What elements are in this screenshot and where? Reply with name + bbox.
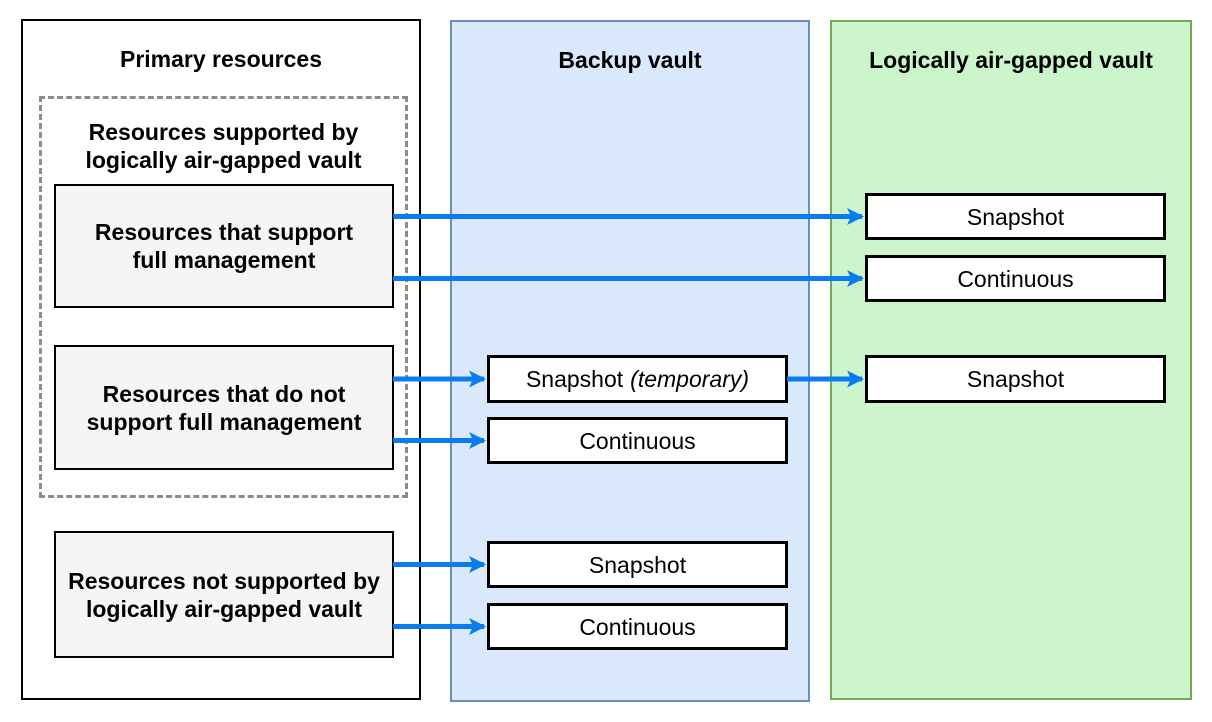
lag-snapshot-1-box: Snapshot <box>865 193 1166 240</box>
primary-resources-panel: Primary resources Resources supported by… <box>21 19 421 700</box>
resource-box-label-line: Resources that support <box>94 219 354 245</box>
bv-continuous-2-box: Continuous <box>487 603 788 650</box>
vault-box-label: Continuous <box>579 613 696 640</box>
resources-no-full-management-box: Resources that do not support full manag… <box>54 345 394 470</box>
vault-box-label: Snapshot <box>588 551 687 578</box>
lag-snapshot-2-box: Snapshot <box>865 355 1166 403</box>
resources-full-management-box: Resources that support full management <box>54 184 394 308</box>
supported-resources-group: Resources supported by logically air-gap… <box>39 96 408 498</box>
primary-resources-title: Primary resources <box>119 46 322 72</box>
resource-box-label-line: full management <box>132 247 316 273</box>
vault-box-label: Snapshot <box>966 366 1065 392</box>
backup-vault-title: Backup vault <box>558 47 702 73</box>
resource-box-label-line: support full management <box>86 408 362 435</box>
vault-box-label: Snapshot <box>966 203 1065 230</box>
vault-box-label: Continuous <box>579 427 696 454</box>
resources-unsupported-box: Resources not supported by logically air… <box>54 531 394 658</box>
lag-vault-title: Logically air-gapped vault <box>869 47 1153 73</box>
resource-box-label-line: Resources that do not <box>102 380 346 407</box>
vault-box-label: Continuous <box>957 265 1074 292</box>
supported-resources-group-heading: Resources supported by logically air-gap… <box>42 118 405 174</box>
group-heading-line: Resources supported by <box>88 119 359 145</box>
bv-snapshot-2-box: Snapshot <box>487 541 788 588</box>
resource-box-label-line: logically air-gapped vault <box>85 595 363 622</box>
vault-box-label: Snapshot <box>525 366 624 392</box>
group-heading-line: logically air-gapped vault <box>85 147 362 173</box>
resource-box-label-line: Resources not supported by <box>68 567 380 594</box>
backup-vault-panel: Backup vault Snapshot (temporary) Contin… <box>450 20 810 702</box>
lag-continuous-box: Continuous <box>865 255 1166 302</box>
vault-box-label-suffix: (temporary) <box>630 366 750 392</box>
bv-continuous-1-box: Continuous <box>487 417 788 464</box>
lag-vault-panel: Logically air-gapped vault Snapshot Cont… <box>830 20 1192 700</box>
bv-snapshot-temporary-box: Snapshot (temporary) <box>487 355 788 403</box>
